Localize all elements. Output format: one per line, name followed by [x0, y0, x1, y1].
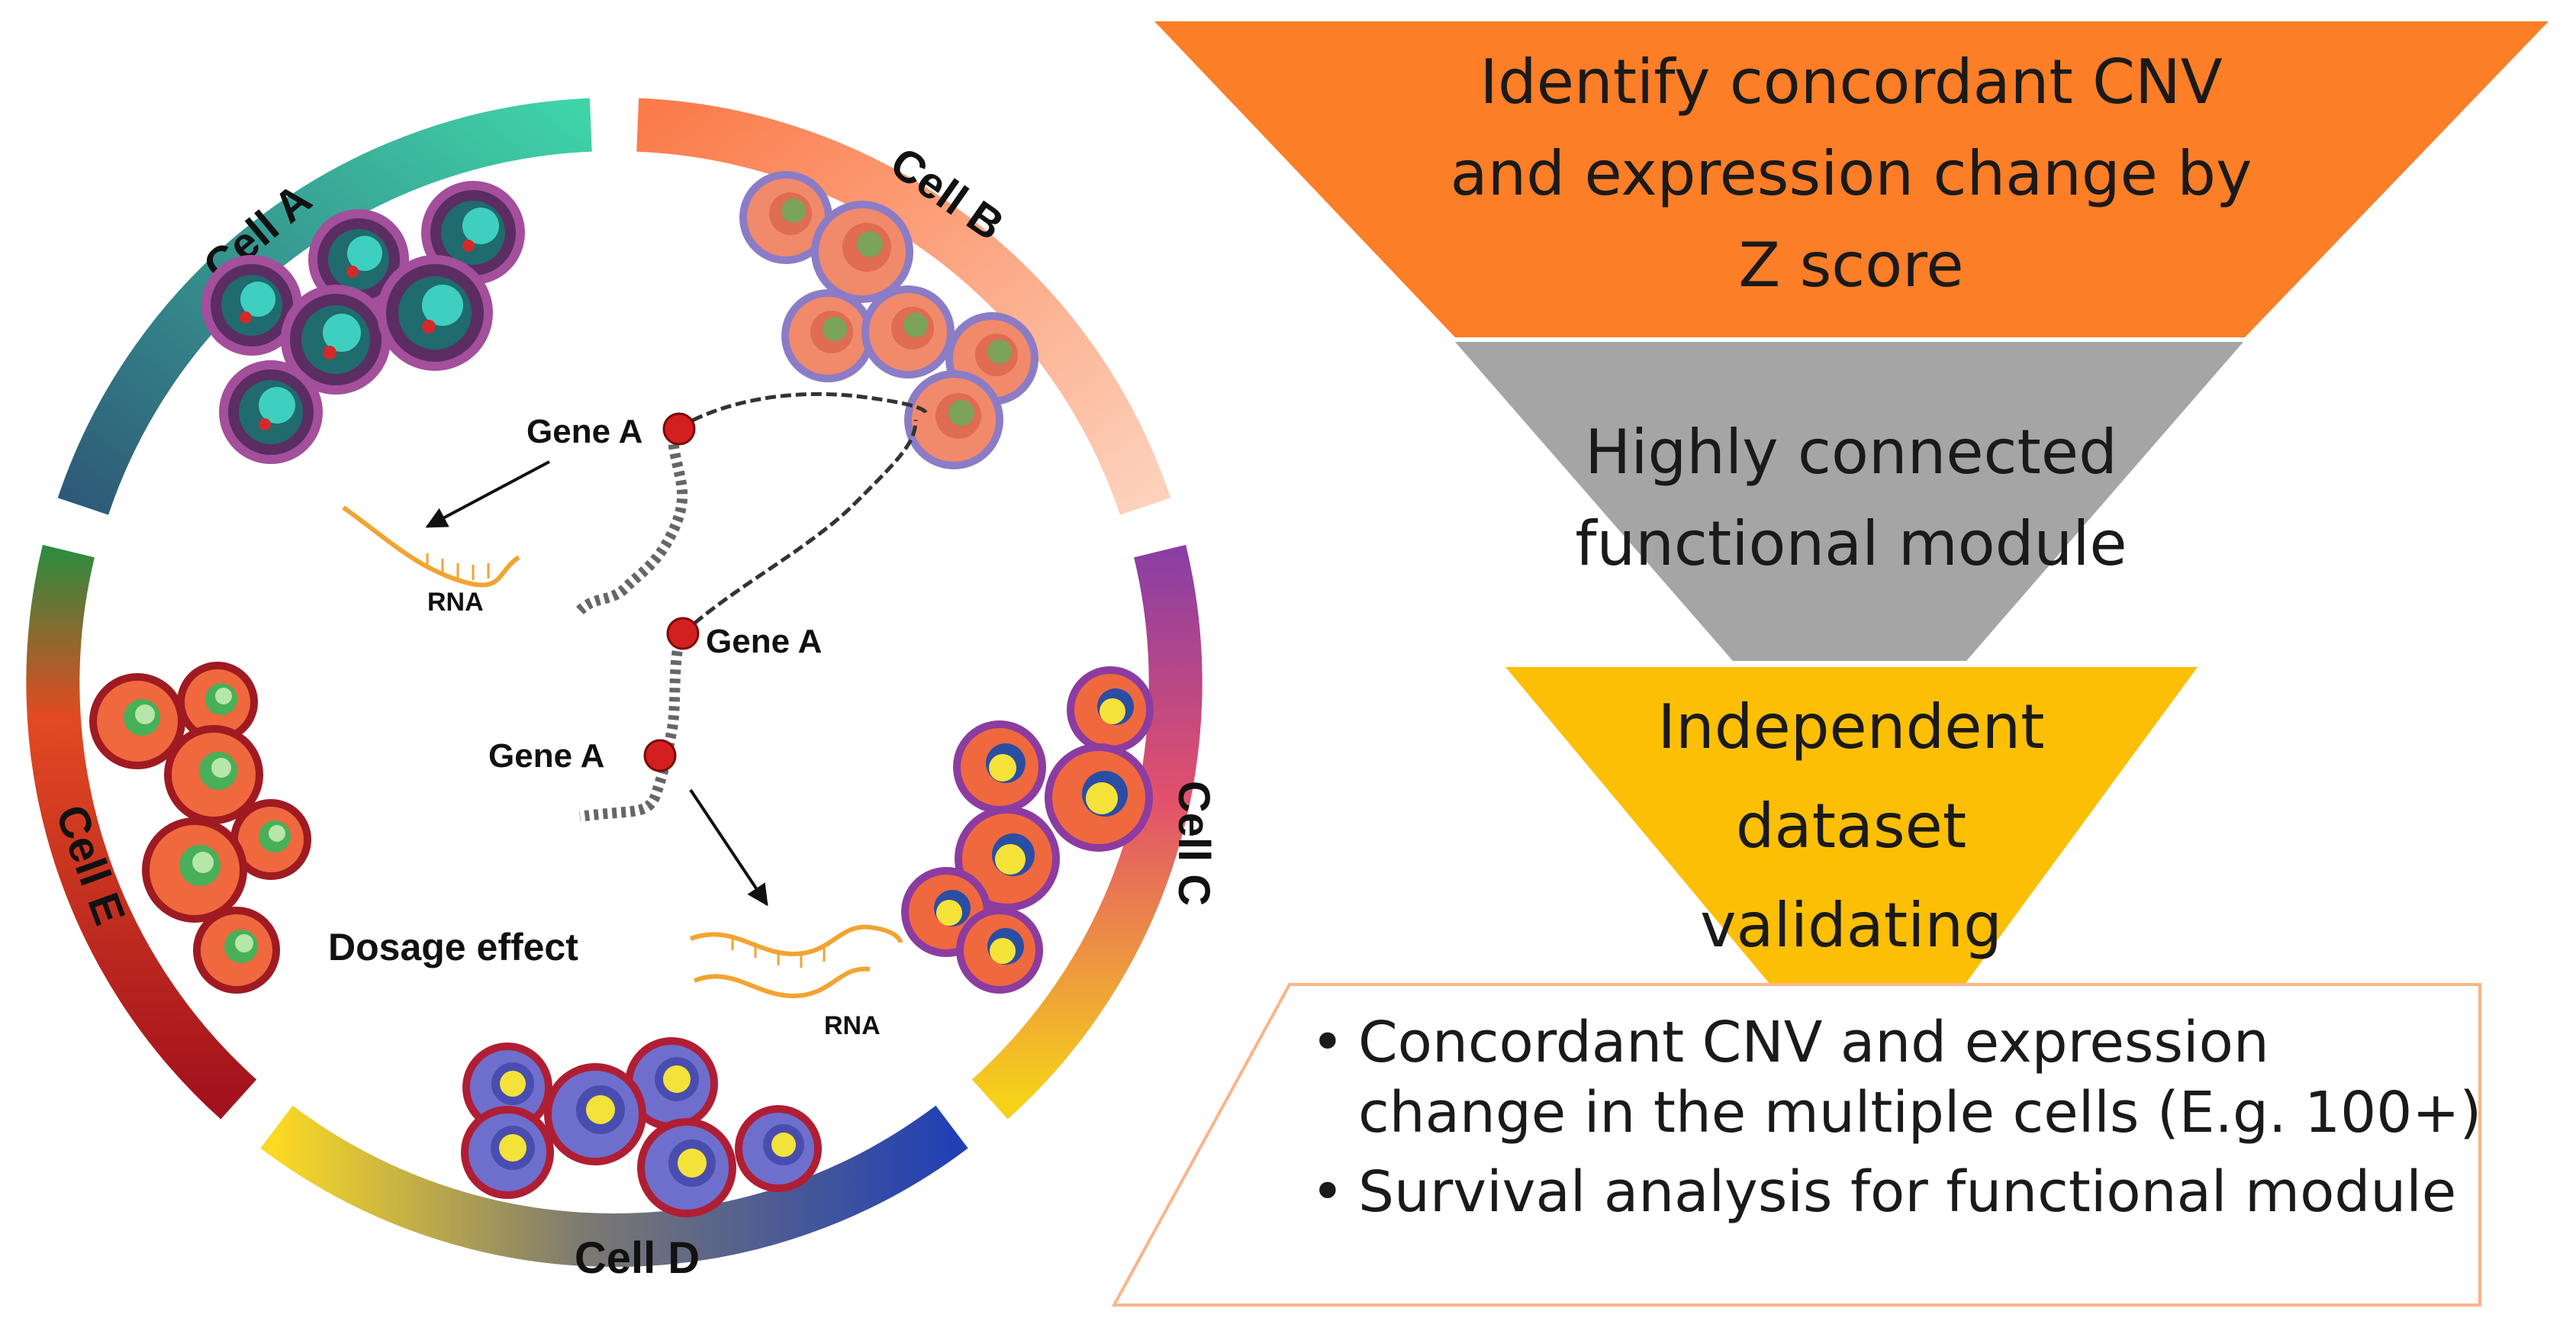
cell-c-1	[1067, 666, 1154, 753]
bullet-list: Concordant CNV and expression change in …	[1297, 1007, 2487, 1227]
rna-strand-2	[689, 924, 903, 999]
cell-c-cluster	[901, 666, 1154, 994]
arrow-to-rna-2	[689, 788, 768, 907]
gene-a-label-3: Gene A	[488, 737, 604, 775]
cell-a-6	[219, 360, 323, 464]
cell-b-cluster	[739, 171, 1038, 469]
cell-e-4	[230, 799, 311, 880]
funnel-stage-3-shape	[1505, 667, 2198, 985]
cell-a-3	[201, 255, 302, 356]
cell-e-arc	[26, 544, 257, 1120]
cell-b-3	[781, 289, 874, 382]
dna-strands	[576, 392, 928, 822]
arrow-to-rna-1	[425, 460, 550, 528]
dosage-effect-label: Dosage effect	[328, 926, 578, 968]
funnel-stage-2-shape	[1455, 342, 2243, 661]
cell-c-4	[955, 806, 1060, 911]
funnel-stage-1-line-1: Identify concordant CNV	[1480, 47, 2222, 118]
cell-d-3	[544, 1063, 646, 1165]
cell-d-arc	[260, 1105, 968, 1267]
gene-a-label-1: Gene A	[526, 413, 642, 450]
funnel-stage-1-line-3: Z score	[1738, 230, 1963, 301]
cell-c-6	[956, 907, 1043, 994]
bullet-item-2: Survival analysis for functional module	[1297, 1157, 2487, 1227]
cell-e-6	[193, 907, 280, 994]
gene-locus-2	[666, 617, 700, 650]
cell-d-1	[462, 1043, 552, 1133]
cell-c-arc	[971, 544, 1203, 1120]
cell-c-3	[1045, 743, 1153, 852]
cell-e-5	[142, 817, 247, 923]
cell-c-label: Cell C	[1169, 781, 1219, 906]
funnel-stage-3-line-3: validating	[1700, 890, 2002, 961]
cell-d-4	[461, 1106, 554, 1199]
funnel-stage-1-shape	[1154, 21, 2549, 337]
cell-b-arc	[636, 98, 1171, 515]
rna-label-1: RNA	[427, 588, 484, 617]
cell-b-6	[904, 370, 1003, 469]
cell-e-1	[89, 673, 185, 769]
cell-d-cluster	[461, 1037, 822, 1217]
cell-a-5	[377, 255, 493, 371]
cell-c-2	[953, 720, 1046, 814]
cell-b-4	[861, 285, 955, 379]
cell-d-6	[735, 1105, 822, 1192]
cell-e-3	[164, 725, 263, 824]
cell-a-4	[281, 285, 391, 395]
cell-b-2	[811, 201, 913, 303]
funnel-stage-1-line-2: and expression change by	[1451, 138, 2252, 209]
cell-d-label: Cell D	[575, 1233, 700, 1283]
cell-e-2	[177, 662, 258, 743]
cell-a-2	[308, 209, 409, 310]
cell-e-cluster	[89, 662, 311, 994]
cell-a-cluster	[201, 181, 525, 464]
gene-a-label-2: Gene A	[706, 623, 822, 660]
gene-locus-1	[662, 412, 696, 446]
cell-d-5	[637, 1118, 736, 1217]
funnel-stage-3-line-2: dataset	[1736, 791, 1966, 862]
gene-locus-3	[643, 739, 677, 772]
funnel-stage-2-line-1: Highly connected	[1585, 417, 2117, 488]
rna-strand-1	[342, 505, 520, 588]
funnel-stage-3-line-1: Independent	[1657, 691, 2044, 762]
funnel-stage-2-line-2: functional module	[1575, 508, 2127, 579]
bullet-item-1: Concordant CNV and expression change in …	[1297, 1007, 2487, 1148]
rna-label-2: RNA	[824, 1011, 881, 1040]
cell-a-arc	[57, 98, 592, 515]
